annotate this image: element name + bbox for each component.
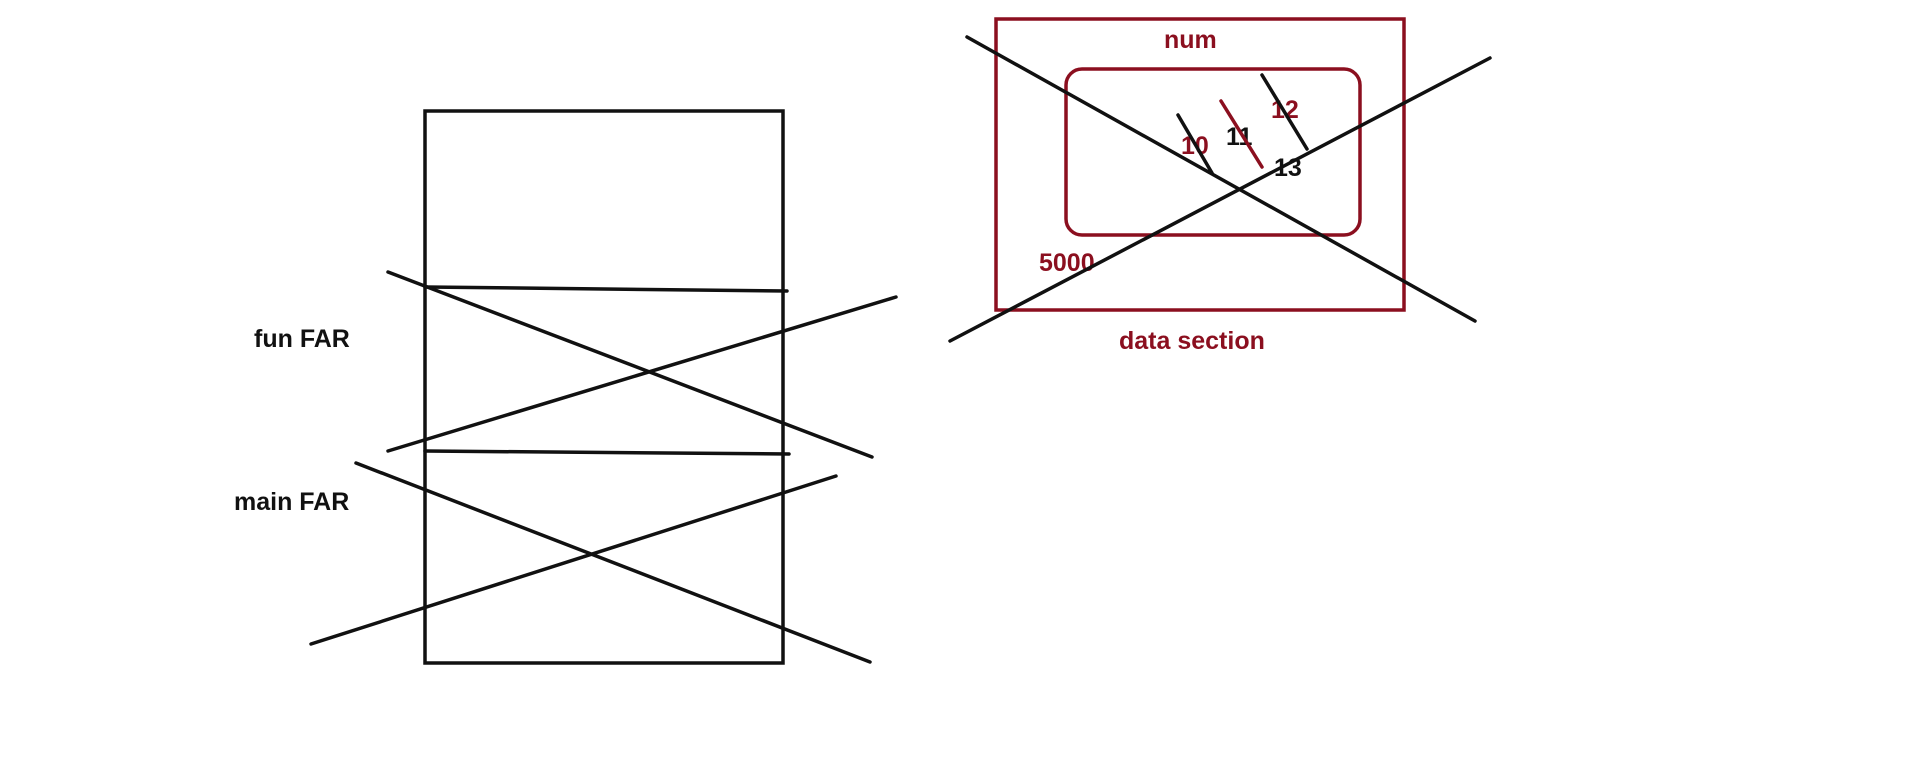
fun-far-bottom-divider bbox=[423, 449, 791, 456]
data-section-strike-line bbox=[948, 56, 1492, 343]
stack-diagram: fun FAR main FAR bbox=[234, 109, 898, 665]
fun-far-cross-out bbox=[386, 270, 898, 459]
data-section-cross-out bbox=[948, 35, 1492, 343]
num-variable-box bbox=[1064, 67, 1362, 237]
value-10-strike bbox=[1176, 113, 1214, 175]
address-label: 5000 bbox=[1039, 249, 1095, 277]
data-section-box bbox=[994, 17, 1406, 312]
data-section-caption: data section bbox=[1119, 327, 1265, 355]
main-far-strike-line bbox=[354, 461, 872, 664]
fun-far-top-divider bbox=[423, 285, 789, 293]
num-label: num bbox=[1164, 26, 1217, 54]
fun-far-strike-line bbox=[386, 295, 898, 453]
main-far-label: main FAR bbox=[234, 488, 349, 516]
fun-far-label: fun FAR bbox=[254, 325, 350, 353]
data-section-strike-line bbox=[965, 35, 1477, 323]
data-section-diagram: num data section 5000 10 11 12 13 bbox=[948, 17, 1492, 355]
value-12-strike bbox=[1260, 73, 1309, 151]
main-far-cross-out bbox=[309, 461, 872, 664]
fun-far-strike-line bbox=[386, 270, 874, 459]
main-far-strike-line bbox=[309, 474, 838, 646]
value-11-strike bbox=[1219, 99, 1264, 169]
stack-frame bbox=[423, 109, 785, 665]
